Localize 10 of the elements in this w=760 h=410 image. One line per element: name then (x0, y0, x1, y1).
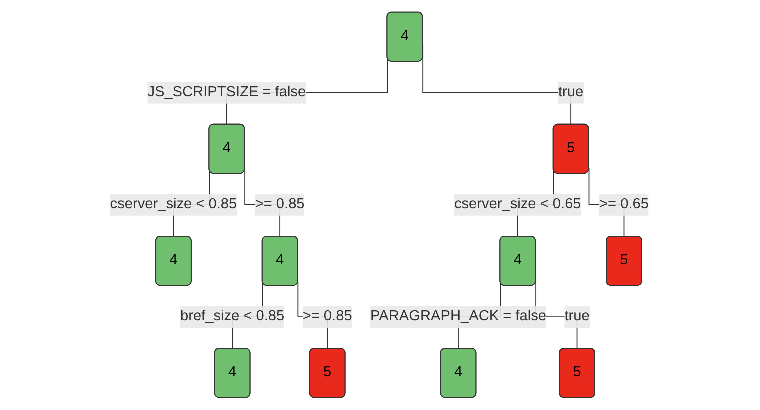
edge-label: PARAGRAPH_ACK = false (370, 308, 547, 324)
edge-label: true (558, 84, 584, 100)
edge-label: cserver_size < 0.65 (454, 196, 582, 212)
edge-label: >= 0.85 (256, 196, 306, 212)
edge-label: true (565, 308, 590, 324)
edge-label: bref_size < 0.85 (180, 308, 285, 324)
edge-label: >= 0.65 (600, 196, 650, 212)
edge-label: JS_SCRIPTSIZE = false (148, 84, 306, 100)
edge-label: >= 0.85 (303, 308, 353, 324)
edge-label: cserver_size < 0.85 (110, 196, 238, 212)
